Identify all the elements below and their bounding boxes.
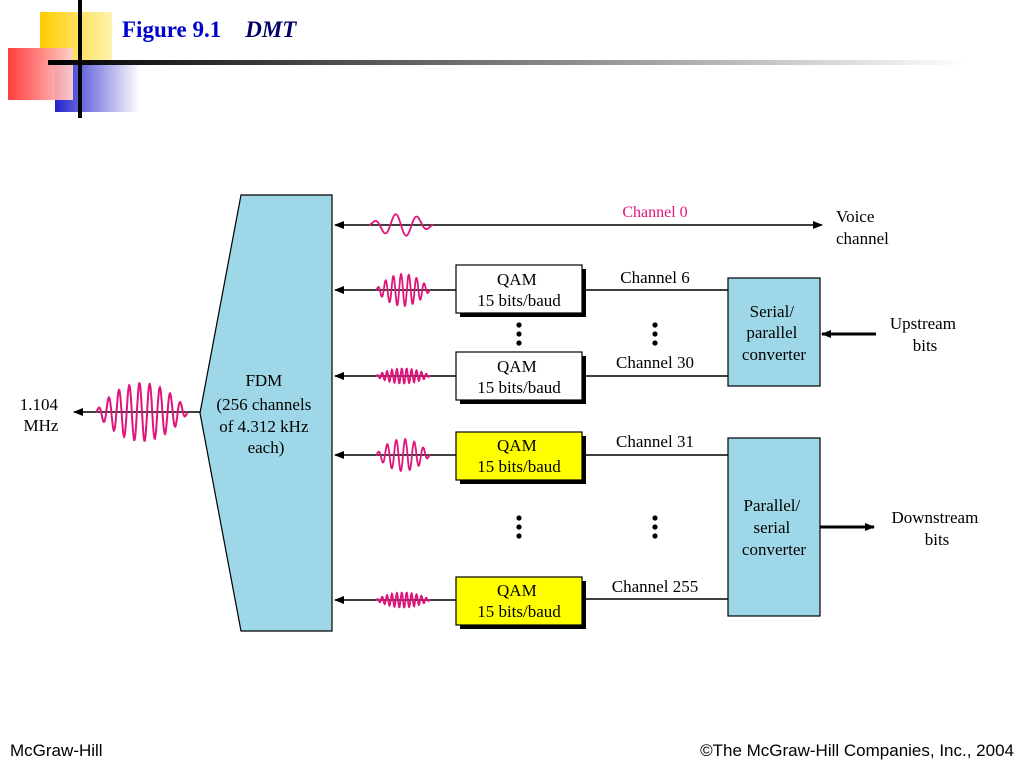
voice-line-2: channel	[836, 229, 889, 248]
footer-copyright: ©The McGraw-Hill Companies, Inc., 2004	[700, 741, 1014, 760]
fdm-block	[199, 194, 333, 632]
channel-30-label: Channel 30	[616, 353, 694, 372]
upstream-line-2: bits	[913, 336, 938, 355]
channel-6-signal-wave	[375, 272, 431, 308]
qam-255-line-2: 15 bits/baud	[477, 602, 561, 621]
channel-31-signal-wave	[375, 437, 431, 473]
qam-label-channel-31: QAM 15 bits/baud	[477, 436, 561, 476]
fdm-line-3: of 4.312 kHz	[219, 417, 309, 436]
qam-box-channel-31	[455, 431, 583, 481]
qam-30-line-2: 15 bits/baud	[477, 378, 561, 397]
sp-line-1: Serial/	[750, 302, 795, 321]
fdm-line-4: each)	[248, 438, 285, 457]
qam-30-line-1: QAM	[497, 357, 537, 376]
downstream-bits-label: Downstream bits	[891, 508, 982, 549]
qam-label-channel-6: QAM 15 bits/baud	[477, 270, 561, 310]
upstream-ellipsis	[516, 322, 658, 346]
red-square	[8, 48, 73, 100]
slide-title: Figure 9.1 DMT	[122, 17, 296, 43]
figure-title: DMT	[245, 17, 297, 42]
qam-box-channel-6	[455, 264, 583, 314]
output-label: 1.104 MHz	[20, 395, 63, 435]
parallel-serial-label: Parallel/ serial converter	[742, 496, 807, 559]
upstream-bits-label: Upstream bits	[890, 314, 960, 355]
channel-255-label: Channel 255	[612, 577, 698, 596]
sp-line-3: converter	[742, 345, 807, 364]
qam-255-line-1: QAM	[497, 581, 537, 600]
qam-31-line-2: 15 bits/baud	[477, 457, 561, 476]
fdm-line-2: (256 channels	[216, 395, 311, 414]
parallel-serial-converter	[727, 437, 821, 617]
fdm-label: FDM (256 channels of 4.312 kHz each)	[216, 371, 315, 457]
vertical-bar	[78, 0, 82, 118]
channel-30-signal-wave	[375, 367, 431, 385]
sp-line-2: parallel	[746, 323, 797, 342]
ps-line-1: Parallel/	[744, 496, 801, 515]
output-line-2: MHz	[24, 416, 59, 435]
channel-0-label: Channel 0	[622, 204, 687, 221]
slide-header-decoration	[8, 0, 968, 118]
output-line-1: 1.104	[20, 395, 59, 414]
qam-box-channel-255	[455, 576, 583, 626]
voice-destination-label: Voice channel	[836, 207, 889, 248]
channel-255-signal-wave	[375, 591, 431, 609]
ps-line-2: serial	[753, 518, 790, 537]
voice-signal-wave	[369, 213, 433, 237]
downstream-line-1: Downstream	[891, 508, 978, 527]
output-signal-wave	[95, 382, 189, 442]
serial-parallel-converter	[727, 277, 821, 387]
qam-31-line-1: QAM	[497, 436, 537, 455]
downstream-ellipsis	[516, 515, 658, 539]
qam-box-channel-30	[455, 351, 583, 401]
qam-6-line-2: 15 bits/baud	[477, 291, 561, 310]
footer-publisher: McGraw-Hill	[10, 741, 103, 760]
channel-6-label: Channel 6	[620, 268, 689, 287]
serial-parallel-label: Serial/ parallel converter	[742, 302, 807, 364]
upstream-line-1: Upstream	[890, 314, 956, 333]
qam-label-channel-255: QAM 15 bits/baud	[477, 581, 561, 621]
qam-6-line-1: QAM	[497, 270, 537, 289]
ps-line-3: converter	[742, 540, 807, 559]
title-underline-bar	[48, 60, 968, 65]
fdm-line-1: FDM	[245, 371, 282, 390]
qam-label-channel-30: QAM 15 bits/baud	[477, 357, 561, 397]
voice-line-1: Voice	[836, 207, 874, 226]
channel-31-label: Channel 31	[616, 432, 694, 451]
downstream-line-2: bits	[925, 530, 950, 549]
figure-label: Figure 9.1	[122, 17, 222, 42]
